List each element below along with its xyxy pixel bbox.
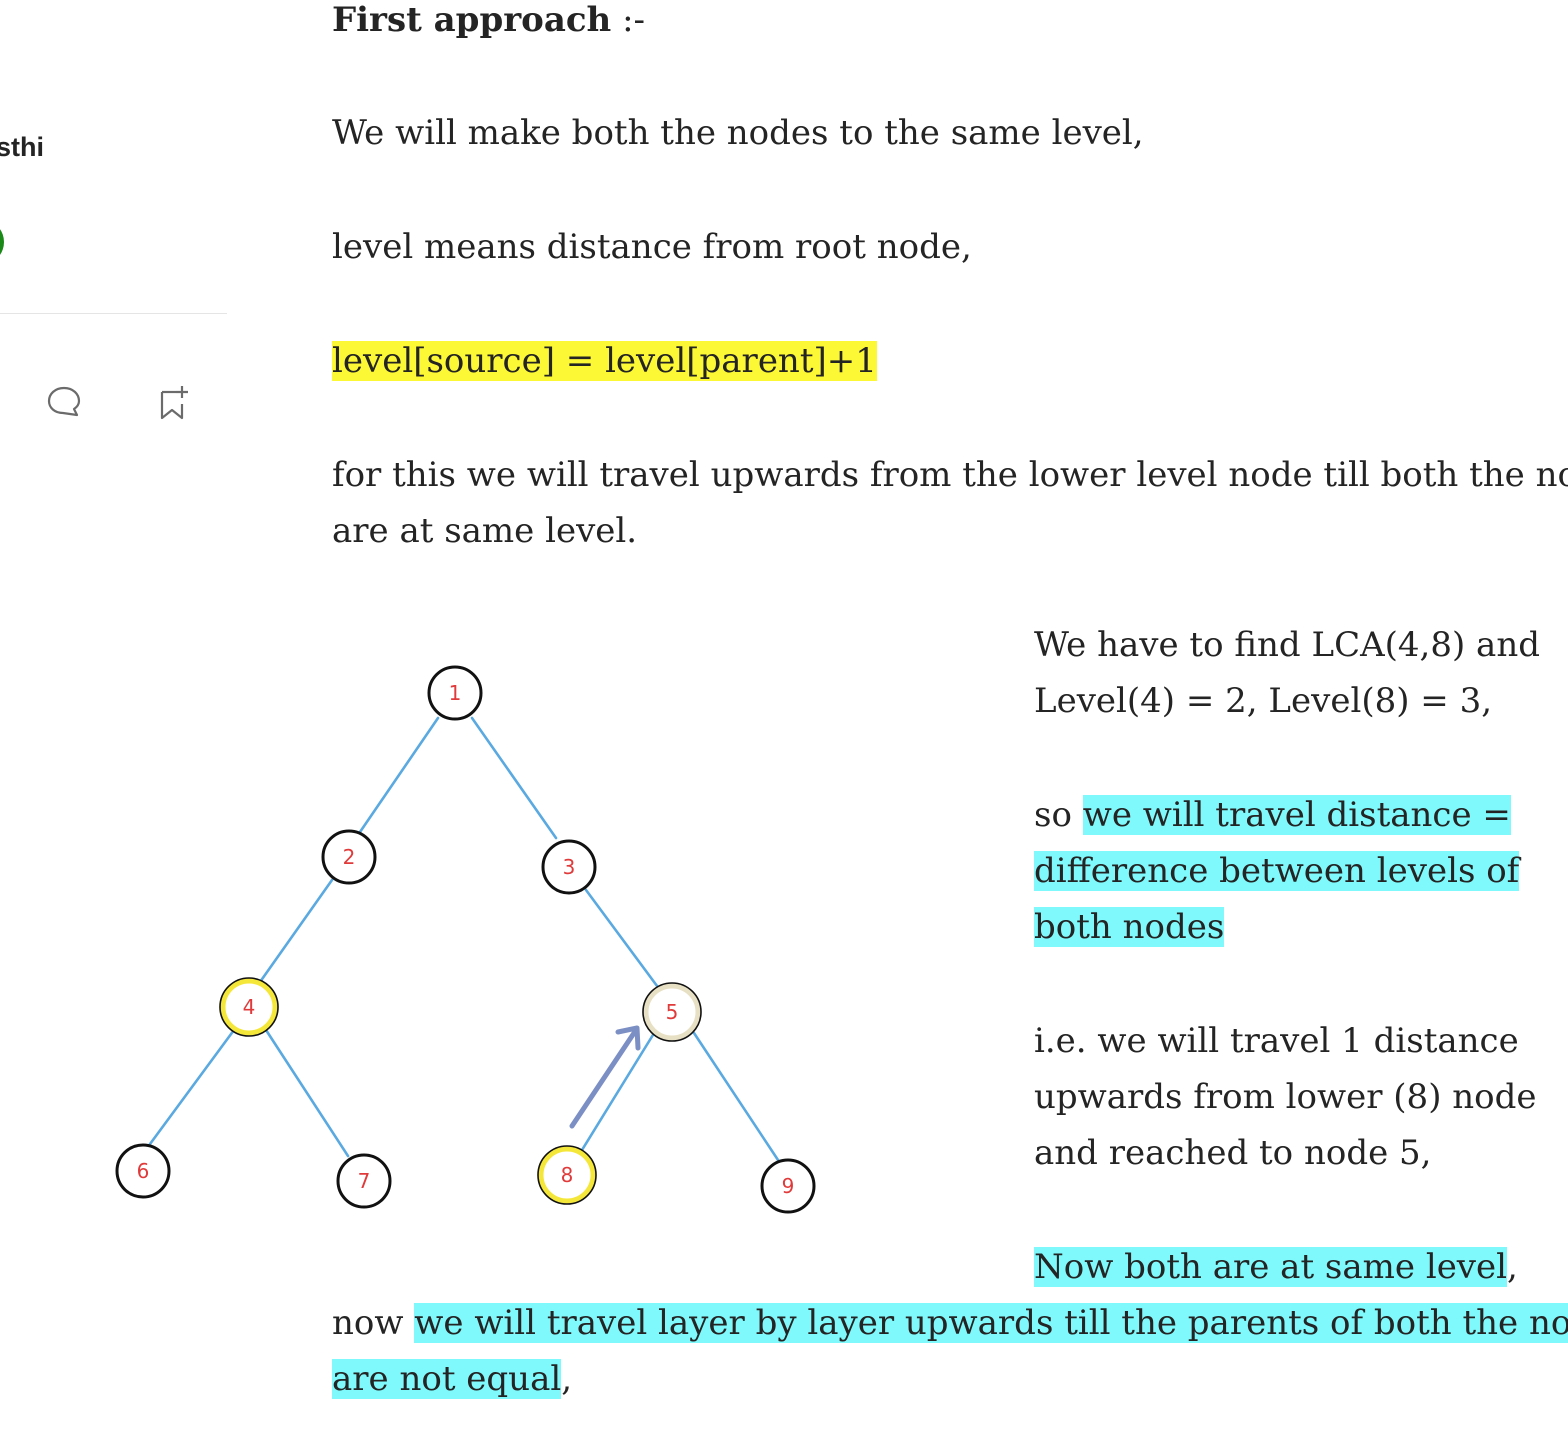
now-suffix: , xyxy=(561,1359,573,1399)
node-8 xyxy=(537,1145,597,1205)
side-so-highlight-3: both nodes xyxy=(1034,907,1225,947)
node-label-5: 5 xyxy=(666,1000,679,1024)
node-label-8: 8 xyxy=(561,1163,574,1187)
now-line-2: are not equal, xyxy=(332,1351,572,1407)
edge-4-6 xyxy=(148,1028,236,1146)
now-highlight-2: are not equal xyxy=(332,1359,562,1399)
node-3 xyxy=(541,839,597,895)
side-ie-line-1: i.e. we will travel 1 distance xyxy=(1034,1021,1519,1061)
node-7 xyxy=(336,1153,392,1209)
node-4 xyxy=(219,977,279,1037)
node-label-1: 1 xyxy=(449,681,462,705)
heading-bold: First approach xyxy=(332,0,612,40)
travel-arrow-shaft xyxy=(569,1027,639,1129)
paragraph-level-means: level means distance from root node, xyxy=(332,227,972,267)
now-highlight-1: we will travel layer by layer upwards ti… xyxy=(414,1303,1568,1343)
edge-1-3 xyxy=(470,716,558,840)
side-so-line-1: so we will travel distance = xyxy=(1034,787,1511,843)
side-ie-line-3: and reached to node 5, xyxy=(1034,1133,1432,1173)
side-now-suffix: , xyxy=(1507,1247,1518,1287)
node-1 xyxy=(427,665,483,721)
node-9 xyxy=(760,1158,816,1214)
comment-icon[interactable] xyxy=(44,382,84,422)
side-now-line: Now both are at same level, xyxy=(1034,1239,1518,1295)
side-find-line-2: Level(4) = 2, Level(8) = 3, xyxy=(1034,681,1493,721)
side-ie-line-2: upwards from lower (8) node xyxy=(1034,1077,1537,1117)
node-6 xyxy=(115,1143,171,1199)
node-label-9: 9 xyxy=(782,1174,795,1198)
now-line-1: now we will travel layer by layer upward… xyxy=(332,1295,1568,1351)
side-so-line-2: difference between levels of xyxy=(1034,843,1520,899)
edge-2-4 xyxy=(258,878,334,984)
left-sidebar: sthi xyxy=(0,0,230,1440)
binary-tree-diagram: 1 2 3 4 5 6 7 8 9 xyxy=(100,650,840,1230)
paragraph-travel-line-2: are at same level. xyxy=(332,511,638,551)
author-name[interactable]: sthi xyxy=(0,132,45,162)
section-heading: First approach :- xyxy=(332,0,645,48)
edge-1-2 xyxy=(358,716,440,834)
side-so-line-3: both nodes xyxy=(1034,899,1225,955)
tree-svg: 1 2 3 4 5 6 7 8 9 xyxy=(115,665,816,1214)
bookmark-add-icon[interactable] xyxy=(154,382,194,422)
sidebar-divider xyxy=(0,313,227,314)
follow-button[interactable] xyxy=(0,222,4,262)
node-label-3: 3 xyxy=(563,855,576,879)
node-label-2: 2 xyxy=(343,845,356,869)
node-5 xyxy=(642,982,702,1042)
edge-5-9 xyxy=(690,1028,780,1162)
side-so-highlight-1: we will travel distance = xyxy=(1082,795,1511,835)
edge-4-7 xyxy=(264,1028,350,1158)
side-now-highlight: Now both are at same level xyxy=(1034,1247,1508,1287)
edge-5-8 xyxy=(580,1028,658,1152)
formula-highlight: level[source] = level[parent]+1 xyxy=(332,341,877,381)
side-so-highlight-2: difference between levels of xyxy=(1034,851,1520,891)
now-prefix: now xyxy=(332,1303,415,1343)
side-find-line-1: We have to find LCA(4,8) and xyxy=(1034,625,1540,665)
paragraph-same-level: We will make both the nodes to the same … xyxy=(332,113,1144,153)
heading-suffix: :- xyxy=(611,0,646,40)
node-2 xyxy=(321,829,377,885)
node-label-4: 4 xyxy=(243,995,256,1019)
node-label-7: 7 xyxy=(358,1169,371,1193)
edge-3-5 xyxy=(584,888,662,992)
formula-line: level[source] = level[parent]+1 xyxy=(332,333,877,389)
paragraph-travel-line-1: for this we will travel upwards from the… xyxy=(332,455,1568,495)
side-so-prefix: so xyxy=(1034,795,1083,835)
node-label-6: 6 xyxy=(137,1159,150,1183)
travel-arrow-head xyxy=(615,1025,641,1051)
